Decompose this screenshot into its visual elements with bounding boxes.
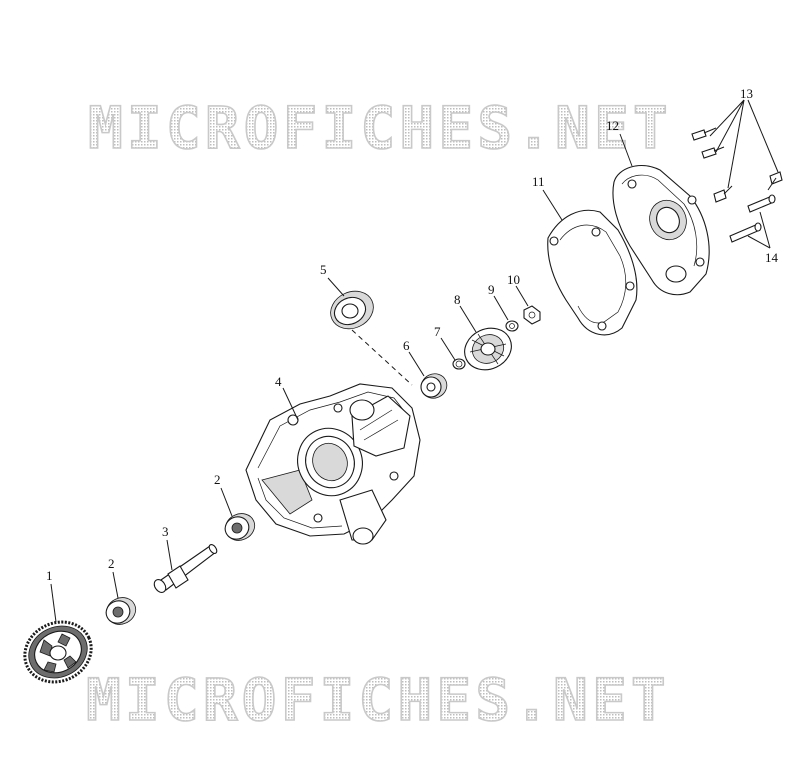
impeller-part[interactable] xyxy=(458,321,518,378)
bearing-part-lower[interactable] xyxy=(102,593,140,629)
watermark-top: MICROFICHES.NET xyxy=(88,94,672,162)
callout-2-lower: 2 xyxy=(108,556,115,571)
leader-lines xyxy=(50,99,779,623)
pump-cover-part[interactable] xyxy=(612,165,710,296)
callout-6: 6 xyxy=(403,338,410,353)
spacer-part[interactable] xyxy=(417,370,451,403)
bolt-part[interactable] xyxy=(691,127,783,203)
callout-7: 7 xyxy=(434,324,441,339)
watermark-bottom: MICROFICHES.NET xyxy=(86,666,670,734)
washer-part-small[interactable] xyxy=(452,358,466,370)
callout-11: 11 xyxy=(532,174,545,189)
callout-10: 10 xyxy=(507,272,520,287)
callout-4: 4 xyxy=(275,374,282,389)
gear-pulley-part[interactable] xyxy=(15,611,101,692)
callout-8: 8 xyxy=(454,292,461,307)
callout-1: 1 xyxy=(46,568,53,583)
callout-14: 14 xyxy=(765,250,779,265)
assembly-axis xyxy=(351,329,413,386)
callout-13: 13 xyxy=(740,86,753,101)
bearing-part-upper[interactable] xyxy=(221,509,259,545)
callout-9: 9 xyxy=(488,282,495,297)
gasket-part[interactable] xyxy=(547,209,638,336)
pump-housing-part[interactable] xyxy=(245,383,421,545)
callout-12: 12 xyxy=(606,118,619,133)
pump-shaft-part[interactable] xyxy=(152,543,218,594)
callout-2-upper: 2 xyxy=(214,472,221,487)
callout-3: 3 xyxy=(162,524,169,539)
washer-part[interactable] xyxy=(505,320,519,332)
long-bolt-part[interactable] xyxy=(729,194,776,243)
nut-part[interactable] xyxy=(523,305,541,325)
seal-part[interactable] xyxy=(324,284,379,335)
callout-5: 5 xyxy=(320,262,327,277)
